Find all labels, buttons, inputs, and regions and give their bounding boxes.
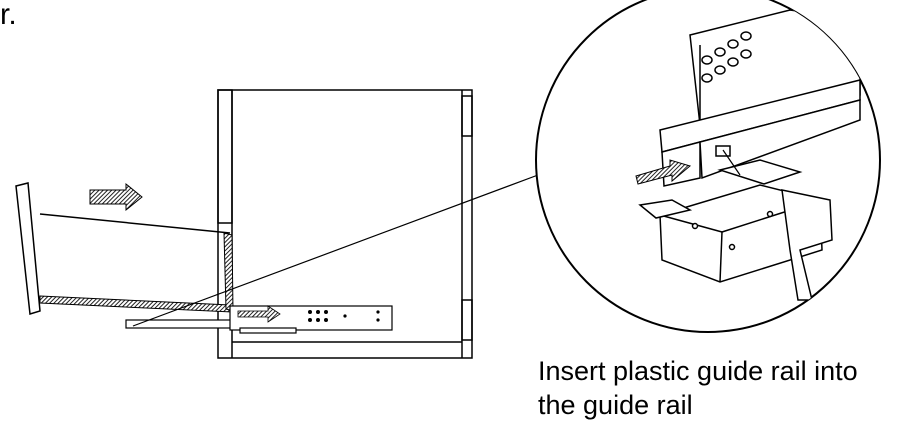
push-arrow-icon: [89, 182, 143, 212]
caption-line-1: Insert plastic guide rail into: [538, 356, 858, 386]
drawer-bottom: [39, 295, 233, 313]
drawer-back: [223, 232, 234, 312]
push-arrow-icon: [635, 159, 692, 185]
instruction-caption: Insert plastic guide rail into the guide…: [538, 354, 858, 422]
cabinet-outline: [217, 89, 473, 359]
caption-line-2: the guide rail: [538, 390, 693, 420]
slide-rail: [125, 305, 393, 334]
cabinet: [217, 89, 473, 359]
drawer-front: [15, 182, 41, 315]
drawer: [15, 182, 234, 315]
detail-view: [535, 0, 881, 333]
cabinet-side-panel: [217, 89, 233, 224]
callout-leader-line: [132, 174, 539, 327]
plastic-guide-block: [659, 184, 823, 283]
cabinet-rail: [229, 305, 393, 331]
page-title-fragment: r.: [0, 0, 17, 31]
push-arrow-icon: [237, 305, 281, 323]
